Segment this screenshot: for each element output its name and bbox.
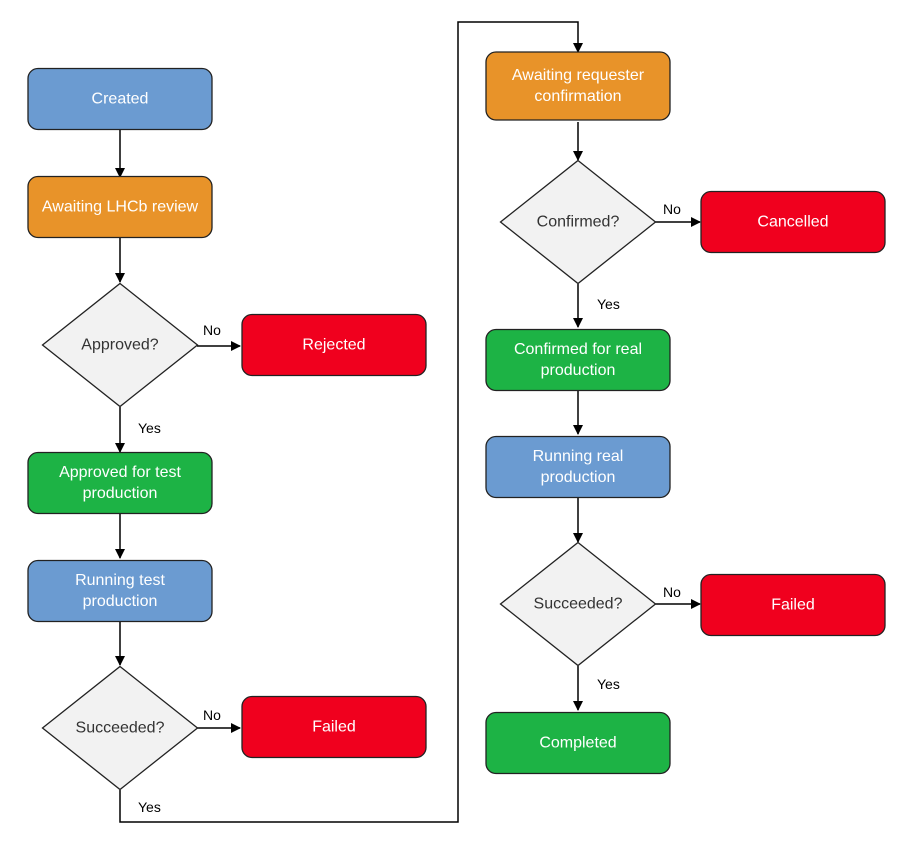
node-label: Failed	[771, 597, 815, 614]
node-cancelled: Cancelled	[700, 190, 886, 254]
node-confirmed-for-real-production: Confirmed for real production	[485, 328, 671, 392]
node-running-test-production: Running test production	[27, 559, 213, 623]
decision-succeeded-real: Succeeded?	[499, 541, 657, 667]
edge-label-yes-approved: Yes	[138, 420, 161, 436]
node-box	[485, 711, 671, 775]
node-label: Rejected	[302, 337, 365, 354]
edge-succeeded1-yes	[119, 21, 583, 823]
node-approved-for-test-production: Approved for test production	[27, 451, 213, 515]
node-label: production	[541, 362, 616, 379]
decision-diamond	[499, 159, 657, 285]
decision-approved: Approved?	[41, 282, 199, 408]
connectors	[115, 21, 701, 823]
node-rejected: Rejected	[241, 313, 427, 377]
node-created: Created	[27, 67, 213, 131]
node-label: Running real	[533, 448, 624, 465]
node-box	[700, 573, 886, 637]
node-label: Approved for test	[59, 464, 181, 481]
node-box	[485, 51, 671, 121]
edge-label-yes-succeeded1: Yes	[138, 799, 161, 815]
node-box	[27, 451, 213, 515]
node-box	[700, 190, 886, 254]
edge-labels: No Yes No Yes No Yes No Yes	[138, 201, 681, 815]
node-box	[27, 67, 213, 131]
node-label: Succeeded?	[534, 596, 623, 613]
node-box	[241, 695, 427, 759]
decision-diamond	[41, 282, 199, 408]
edge-label-yes-succeeded2: Yes	[597, 676, 620, 692]
node-label: Confirmed for real	[514, 341, 642, 358]
node-awaiting-lhcb-review: Awaiting LHCb review	[27, 175, 213, 239]
node-label: Completed	[539, 735, 616, 752]
edge-label-no-succeeded2: No	[663, 584, 681, 600]
decision-diamond	[41, 665, 199, 791]
node-label: production	[541, 469, 616, 486]
node-label: production	[83, 593, 158, 610]
node-label: Succeeded?	[76, 720, 165, 737]
node-label: Awaiting requester	[512, 67, 645, 84]
node-box	[485, 435, 671, 499]
node-failed-real: Failed	[700, 573, 886, 637]
node-label: Awaiting LHCb review	[42, 199, 199, 216]
node-label: Cancelled	[757, 214, 828, 231]
decision-diamond	[499, 541, 657, 667]
node-awaiting-requester-confirmation: Awaiting requester confirmation	[485, 51, 671, 121]
node-label: confirmation	[534, 88, 621, 105]
node-failed-test: Failed	[241, 695, 427, 759]
node-label: Running test	[75, 572, 165, 589]
decision-confirmed: Confirmed?	[499, 159, 657, 285]
node-label: Created	[92, 91, 149, 108]
edge-label-no-succeeded1: No	[203, 707, 221, 723]
node-box	[27, 559, 213, 623]
node-label: Failed	[312, 719, 356, 736]
node-box	[241, 313, 427, 377]
node-label: Confirmed?	[537, 214, 620, 231]
node-label: production	[83, 485, 158, 502]
node-box	[485, 328, 671, 392]
edge-label-yes-confirmed: Yes	[597, 296, 620, 312]
node-label: Approved?	[81, 337, 158, 354]
node-completed: Completed	[485, 711, 671, 775]
edge-label-no-approved: No	[203, 322, 221, 338]
node-box	[27, 175, 213, 239]
decision-succeeded-test: Succeeded?	[41, 665, 199, 791]
edge-label-no-confirmed: No	[663, 201, 681, 217]
node-running-real-production: Running real production	[485, 435, 671, 499]
